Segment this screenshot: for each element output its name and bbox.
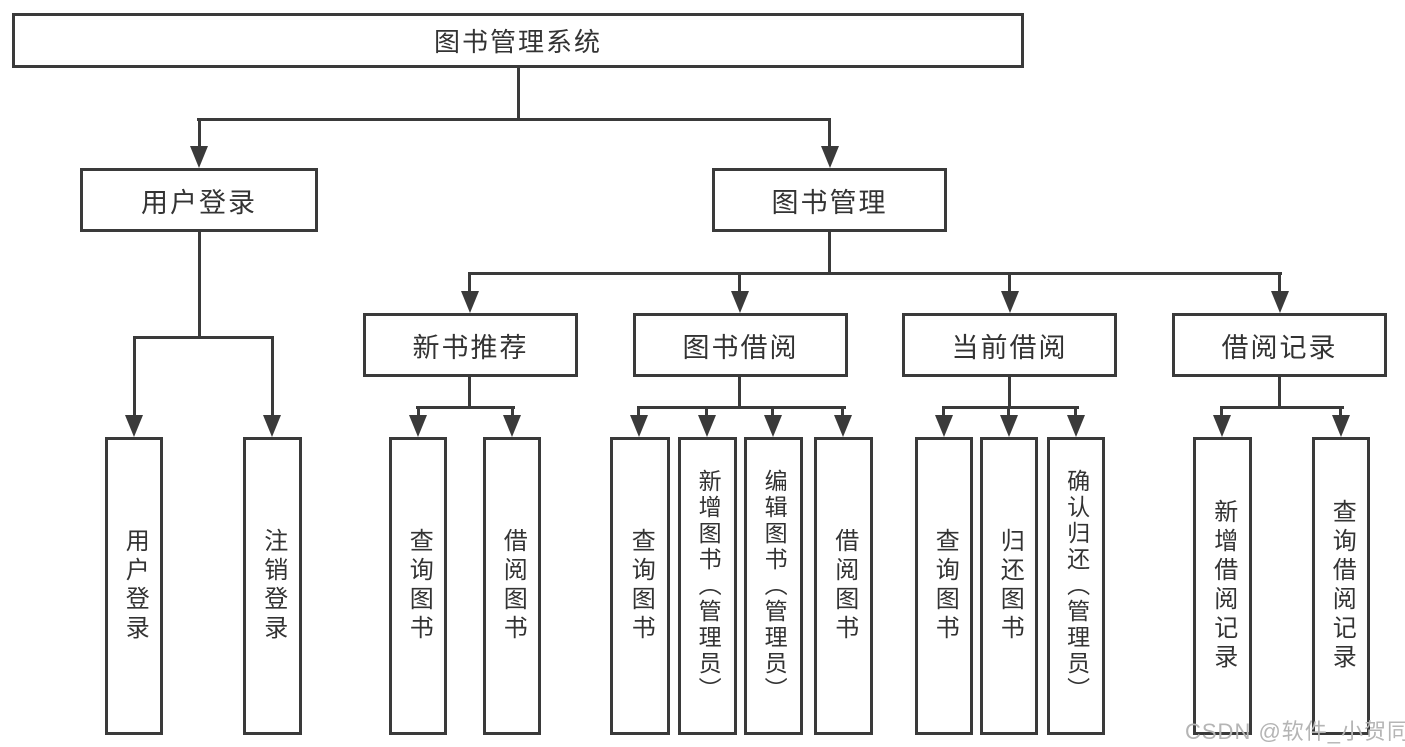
arrow-down-icon [409, 415, 427, 437]
arrow-down-icon [935, 415, 953, 437]
connector-hline [133, 336, 274, 339]
connector-shaft [1220, 406, 1223, 417]
leaf-query-books-current: 查询图书 [915, 437, 973, 735]
connector-shaft [705, 406, 708, 417]
node-user-login: 用户登录 [80, 168, 318, 232]
node-label: 借阅图书 [499, 528, 527, 644]
node-label: 图书借阅 [682, 332, 799, 363]
leaf-borrow-books-newbook: 借阅图书 [483, 437, 541, 735]
connector-shaft [942, 406, 945, 417]
connector-shaft [1278, 272, 1281, 293]
connector-shaft [271, 336, 274, 417]
node-label: 查询图书 [931, 528, 959, 644]
node-label: 借阅记录 [1221, 332, 1338, 363]
connector-shaft [1008, 272, 1011, 293]
connector-vline [198, 232, 201, 336]
connector-hline [1220, 406, 1344, 409]
node-label: 借阅图书 [830, 528, 858, 644]
connector-shaft [1074, 406, 1077, 417]
node-borrowing-records: 借阅记录 [1172, 313, 1387, 377]
leaf-query-borrow-record: 查询借阅记录 [1312, 437, 1370, 735]
connector-shaft [468, 272, 471, 293]
arrow-down-icon [263, 415, 281, 437]
connector-shaft [511, 406, 514, 417]
connector-shaft [133, 336, 136, 417]
node-label: 编辑图书（管理员） [761, 469, 788, 703]
node-label: 归还图书 [996, 528, 1024, 644]
connector-hline [942, 406, 1079, 409]
arrow-down-icon [764, 415, 782, 437]
leaf-query-books-newbook: 查询图书 [389, 437, 447, 735]
node-label: 查询图书 [405, 528, 433, 644]
node-label: 查询图书 [627, 528, 655, 644]
arrow-down-icon [698, 415, 716, 437]
arrow-down-icon [731, 291, 749, 313]
node-label: 当前借阅 [951, 332, 1068, 363]
node-label: 新增图书（管理员） [695, 469, 722, 703]
arrow-down-icon [503, 415, 521, 437]
node-book-management: 图书管理 [712, 168, 947, 232]
connector-shaft [198, 118, 201, 148]
connector-shaft [828, 118, 831, 148]
connector-shaft [1339, 406, 1342, 417]
connector-vline [1278, 377, 1281, 406]
connector-vline [828, 232, 831, 272]
arrow-down-icon [1067, 415, 1085, 437]
arrow-down-icon [461, 291, 479, 313]
connector-vline [468, 377, 471, 406]
arrow-down-icon [1332, 415, 1350, 437]
node-label: 注销登录 [259, 528, 287, 644]
connector-shaft [841, 406, 844, 417]
connector-vline [1008, 377, 1011, 406]
node-label: 新书推荐 [412, 332, 529, 363]
arrow-down-icon [630, 415, 648, 437]
arrow-down-icon [125, 415, 143, 437]
node-label: 图书管理 [771, 187, 888, 218]
leaf-query-books-borrowing: 查询图书 [610, 437, 670, 735]
connector-vline [517, 68, 520, 118]
leaf-edit-book-admin: 编辑图书（管理员） [744, 437, 803, 735]
node-book-borrowing: 图书借阅 [633, 313, 848, 377]
connector-hline [468, 272, 1282, 275]
node-current-borrowing: 当前借阅 [902, 313, 1117, 377]
leaf-user-login: 用户登录 [105, 437, 163, 735]
connector-hline [197, 118, 831, 121]
node-label: 用户登录 [121, 528, 149, 644]
node-library-management-system: 图书管理系统 [12, 13, 1024, 68]
node-label: 查询借阅记录 [1328, 499, 1356, 673]
connector-vline [738, 377, 741, 406]
leaf-confirm-return-admin: 确认归还（管理员） [1047, 437, 1105, 735]
connector-shaft [738, 272, 741, 293]
arrow-down-icon [190, 146, 208, 168]
connector-hline [637, 406, 846, 409]
leaf-borrow-books-borrowing: 借阅图书 [814, 437, 873, 735]
leaf-add-borrow-record: 新增借阅记录 [1193, 437, 1252, 735]
connector-shaft [637, 406, 640, 417]
arrow-down-icon [1000, 415, 1018, 437]
csdn-watermark: CSDN @软件_小贺同学 [1185, 719, 1405, 744]
node-new-book-recommendation: 新书推荐 [363, 313, 578, 377]
connector-shaft [417, 406, 420, 417]
leaf-logout: 注销登录 [243, 437, 302, 735]
arrow-down-icon [821, 146, 839, 168]
connector-shaft [771, 406, 774, 417]
arrow-down-icon [1001, 291, 1019, 313]
arrow-down-icon [1213, 415, 1231, 437]
arrow-down-icon [1271, 291, 1289, 313]
node-label: 新增借阅记录 [1209, 499, 1237, 673]
leaf-add-book-admin: 新增图书（管理员） [678, 437, 737, 735]
leaf-return-book: 归还图书 [980, 437, 1038, 735]
connector-shaft [1007, 406, 1010, 417]
connector-hline [416, 406, 515, 409]
node-label: 用户登录 [141, 187, 257, 218]
arrow-down-icon [834, 415, 852, 437]
node-label: 图书管理系统 [433, 27, 602, 57]
node-label: 确认归还（管理员） [1063, 469, 1090, 703]
